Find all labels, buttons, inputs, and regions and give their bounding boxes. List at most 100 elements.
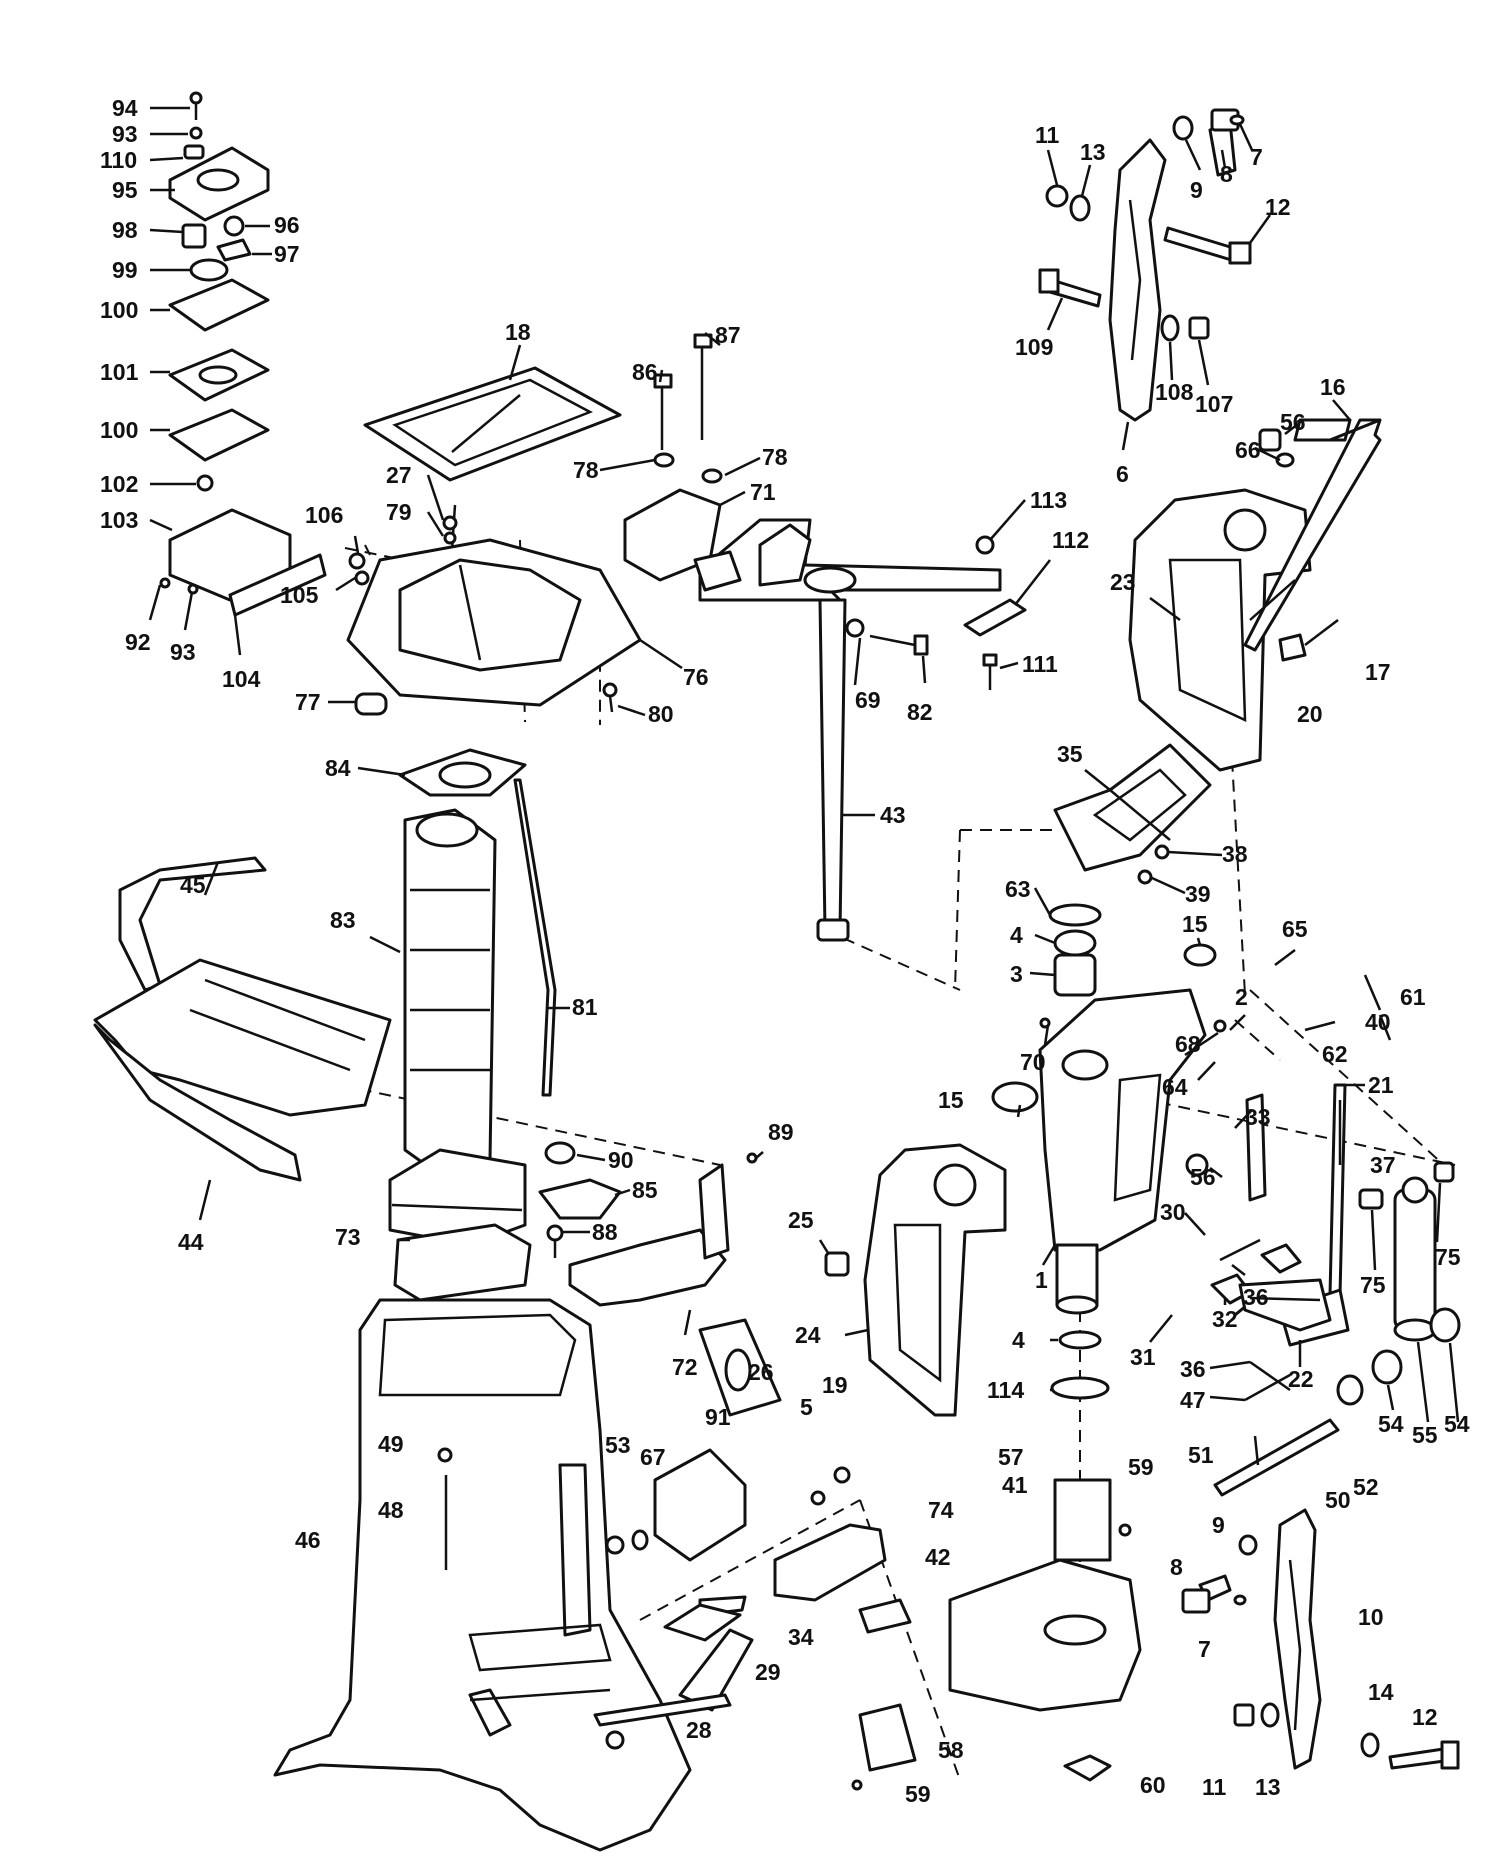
callout-62: 62 xyxy=(1322,1041,1348,1067)
callout-17: 17 xyxy=(1365,659,1391,685)
callout-43: 43 xyxy=(880,802,906,828)
callout-8-second: 8 xyxy=(1170,1554,1183,1580)
stern-bracket-right xyxy=(1128,418,1382,772)
callout-100-second: 100 xyxy=(100,417,138,443)
callout-45: 45 xyxy=(180,872,206,898)
callout-38: 38 xyxy=(1222,841,1248,867)
callout-46: 46 xyxy=(295,1527,321,1553)
lower-motor-cover xyxy=(93,856,392,1182)
callout-109: 109 xyxy=(1015,334,1053,360)
callout-94: 94 xyxy=(112,95,138,121)
callout-8: 8 xyxy=(1220,161,1233,187)
swivel-cover-plate xyxy=(1053,743,1212,885)
callout-89: 89 xyxy=(768,1119,794,1145)
callout-63: 63 xyxy=(1005,876,1031,902)
callout-101: 101 xyxy=(100,359,139,385)
callout-54-second: 54 xyxy=(1444,1411,1470,1437)
callout-6: 6 xyxy=(1116,461,1129,487)
callout-84: 84 xyxy=(325,755,351,781)
callout-27: 27 xyxy=(386,462,412,488)
callout-114: 114 xyxy=(987,1377,1024,1403)
callout-49: 49 xyxy=(378,1431,404,1457)
callout-36-second: 36 xyxy=(1180,1356,1206,1382)
callout-52: 52 xyxy=(1353,1474,1379,1500)
callout-labels: 94 93 110 95 98 96 97 99 100 101 100 102… xyxy=(100,95,1470,1807)
callout-77: 77 xyxy=(295,689,321,715)
callout-65: 65 xyxy=(1282,916,1308,942)
callout-16: 16 xyxy=(1320,374,1346,400)
callout-93-second: 93 xyxy=(170,639,196,665)
callout-71: 71 xyxy=(750,479,776,505)
callout-44: 44 xyxy=(178,1229,204,1255)
lower-clamp-bracket xyxy=(1181,1508,1460,1770)
callout-5: 5 xyxy=(800,1394,813,1420)
callout-113: 113 xyxy=(1030,487,1067,513)
callout-73: 73 xyxy=(335,1224,361,1250)
callout-20: 20 xyxy=(1297,701,1323,727)
callout-54: 54 xyxy=(1378,1411,1404,1437)
callout-58: 58 xyxy=(938,1737,964,1763)
callout-108: 108 xyxy=(1155,379,1194,405)
callout-35: 35 xyxy=(1057,741,1083,767)
callout-85: 85 xyxy=(632,1177,658,1203)
callout-2: 2 xyxy=(1235,984,1248,1010)
callout-29: 29 xyxy=(755,1659,781,1685)
callout-12: 12 xyxy=(1265,194,1291,220)
callout-41: 41 xyxy=(1002,1472,1028,1498)
callout-78: 78 xyxy=(762,444,788,470)
callout-105: 105 xyxy=(280,582,319,608)
callout-76: 76 xyxy=(683,664,709,690)
mounting-hardware xyxy=(593,1318,887,1750)
callout-55: 55 xyxy=(1412,1422,1438,1448)
callout-13-second: 13 xyxy=(1255,1774,1281,1800)
callout-11: 11 xyxy=(1035,122,1060,148)
callout-97: 97 xyxy=(274,241,300,267)
callout-37: 37 xyxy=(1370,1152,1396,1178)
callout-34: 34 xyxy=(788,1624,814,1650)
callout-74: 74 xyxy=(928,1497,954,1523)
callout-57: 57 xyxy=(998,1444,1024,1470)
exhaust-adaptor-assembly xyxy=(346,366,642,797)
callout-42: 42 xyxy=(925,1544,951,1570)
callout-112: 112 xyxy=(1052,527,1089,553)
callout-4-second: 4 xyxy=(1012,1327,1025,1353)
callout-67: 67 xyxy=(640,1444,666,1470)
callout-61: 61 xyxy=(1400,984,1426,1010)
callout-4: 4 xyxy=(1010,922,1023,948)
callout-leaders xyxy=(148,106,1460,1423)
tilt-lock-mechanism xyxy=(1185,1083,1461,1497)
callout-80: 80 xyxy=(648,701,674,727)
callout-50: 50 xyxy=(1325,1487,1351,1513)
callout-7: 7 xyxy=(1250,144,1263,170)
water-pump-cover-stack xyxy=(159,91,370,617)
callout-96: 96 xyxy=(274,212,300,238)
callout-83: 83 xyxy=(330,907,356,933)
callout-48: 48 xyxy=(378,1497,404,1523)
callout-24: 24 xyxy=(795,1322,821,1348)
callout-103: 103 xyxy=(100,507,138,533)
callout-60: 60 xyxy=(1140,1772,1166,1798)
callout-98: 98 xyxy=(112,217,138,243)
callout-3: 3 xyxy=(1010,961,1023,987)
callout-33: 33 xyxy=(1245,1104,1271,1130)
callout-59-second: 59 xyxy=(905,1781,931,1807)
callout-95: 95 xyxy=(112,177,138,203)
callout-106: 106 xyxy=(305,502,343,528)
callout-53: 53 xyxy=(605,1432,631,1458)
callout-18: 18 xyxy=(505,319,531,345)
callout-110: 110 xyxy=(100,147,137,173)
callout-9-second: 9 xyxy=(1212,1512,1225,1538)
starter-interlock-bracket xyxy=(393,1141,758,1307)
swivel-bracket xyxy=(991,903,1227,1400)
callout-82: 82 xyxy=(907,699,933,725)
callout-81: 81 xyxy=(572,994,598,1020)
callout-68: 68 xyxy=(1175,1031,1201,1057)
callout-1: 1 xyxy=(1035,1267,1048,1293)
callout-93: 93 xyxy=(112,121,138,147)
callout-7-second: 7 xyxy=(1198,1636,1211,1662)
callout-102: 102 xyxy=(100,471,138,497)
callout-21: 21 xyxy=(1368,1072,1394,1098)
callout-107: 107 xyxy=(1195,391,1233,417)
callout-92: 92 xyxy=(125,629,151,655)
